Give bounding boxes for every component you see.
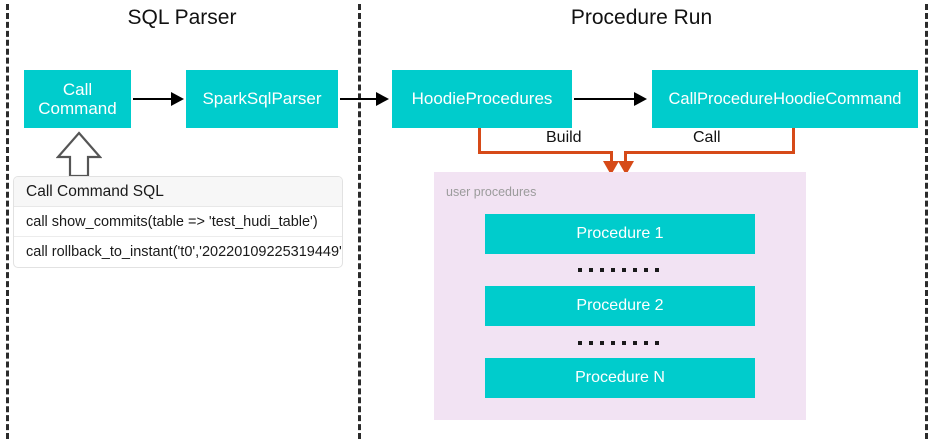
arrow-hoodie-procedures-to-call-procedure-command [574,98,636,100]
orange-connector-build-vertical-down [610,151,613,169]
orange-connector-build-horizontal [478,151,613,154]
user-procedures-caption: user procedures [446,185,537,199]
hollow-up-arrow-icon [56,131,102,178]
node-spark-sql-parser[interactable]: SparkSqlParser [186,70,338,128]
procedure-box-n-label: Procedure N [575,369,665,386]
lane-divider-right [925,4,928,439]
sql-table-row-2: call rollback_to_instant('t0','202201092… [26,244,343,260]
edge-label-build: Build [541,129,587,147]
node-call-command-label-line1: Call [62,79,93,99]
ellipsis-separator-1 [578,268,659,272]
node-hoodie-procedures[interactable]: HoodieProcedures [392,70,572,128]
procedure-box-1-label: Procedure 1 [576,225,664,242]
orange-arrow-head-call-icon [618,161,634,175]
section-title-sql-parser: SQL Parser [127,6,237,29]
arrow-spark-sql-parser-to-hoodie-procedures [340,98,378,100]
section-title-procedure-run: Procedure Run [570,6,713,29]
arrow-head-icon-to-hoodie-procedures [376,92,389,106]
node-call-procedure-hoodie-command-label: CallProcedureHoodieCommand [668,89,902,108]
arrow-head-icon-to-spark-sql-parser [171,92,184,106]
procedure-box-1[interactable]: Procedure 1 [485,214,755,254]
node-call-procedure-hoodie-command[interactable]: CallProcedureHoodieCommand [652,70,918,128]
sql-table-header: Call Command SQL [14,177,342,207]
arrow-call-command-to-spark-sql-parser [133,98,173,100]
orange-connector-call-vertical-right [792,128,795,154]
node-hoodie-procedures-label: HoodieProcedures [411,89,553,109]
lane-divider-middle [358,4,361,439]
lane-divider-left [6,4,9,439]
node-call-command[interactable]: Call Command [24,70,131,128]
edge-label-call: Call [688,129,726,147]
orange-arrow-head-build-icon [603,161,619,175]
node-spark-sql-parser-label: SparkSqlParser [202,89,322,109]
call-command-sql-table: Call Command SQL call show_commits(table… [13,176,343,268]
orange-connector-call-vertical-down [624,151,627,169]
orange-connector-call-horizontal [624,151,795,154]
procedure-box-2[interactable]: Procedure 2 [485,286,755,326]
procedure-box-2-label: Procedure 2 [576,297,664,314]
procedure-box-n[interactable]: Procedure N [485,358,755,398]
orange-connector-build-vertical-left [478,128,481,154]
sql-table-row-1: call show_commits(table => 'test_hudi_ta… [14,207,342,237]
ellipsis-separator-2 [578,341,659,345]
node-call-command-label-line2: Command [38,99,117,118]
arrow-head-icon-to-call-procedure-command [634,92,647,106]
